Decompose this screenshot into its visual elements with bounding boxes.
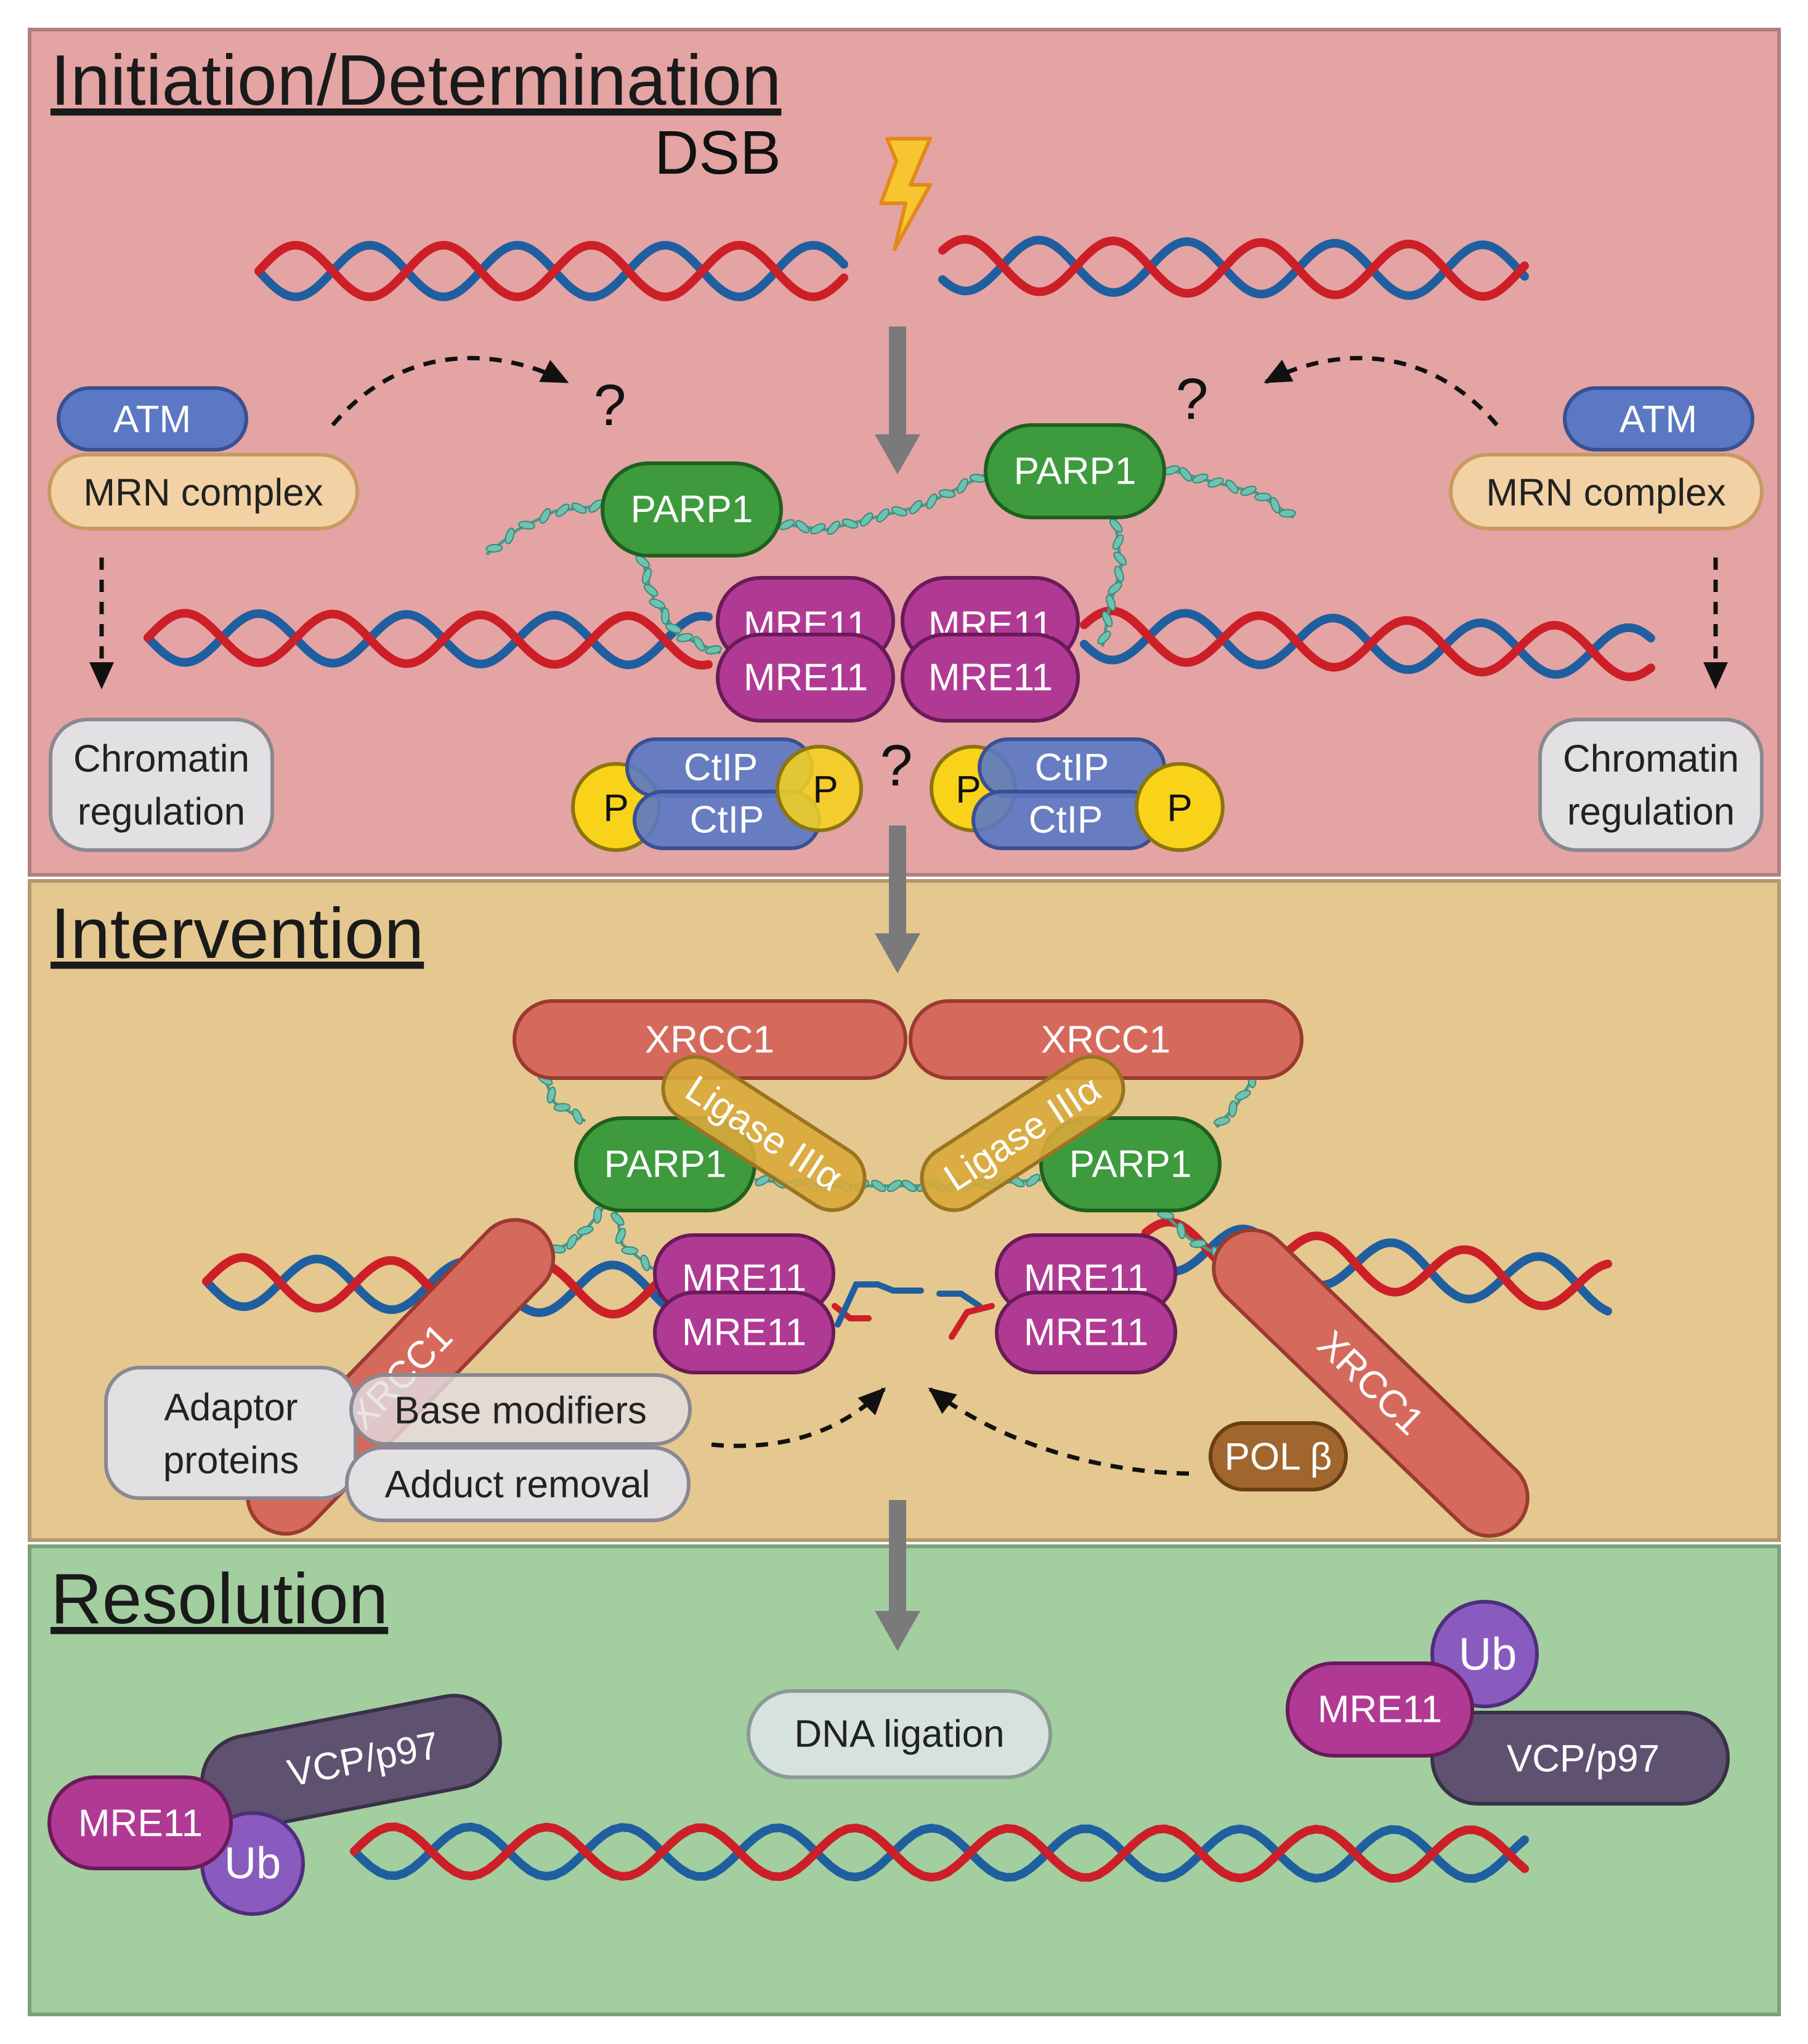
dna-helix-icon [254, 240, 848, 302]
mre11-resolution-right [1286, 1661, 1474, 1758]
atm-right-label: ATM [1619, 399, 1697, 441]
down-arrow-icon [875, 1500, 920, 1651]
parp1-intervention-right-label: PARP1 [1069, 1143, 1192, 1186]
parp1-intervention-right [1039, 1116, 1222, 1212]
xrcc1-top-right-label: XRCC1 [1041, 1019, 1170, 1061]
question-mark: ? [880, 733, 913, 798]
par-chain-icon [1157, 1206, 1227, 1263]
phospho-left-outer-label: P [603, 787, 628, 830]
phospho-left-inner [776, 745, 863, 832]
chromatin-left-line2: regulation [78, 791, 245, 833]
dna-helix-icon [938, 235, 1529, 301]
mre11-initiation-front-left-label: MRE11 [744, 657, 868, 699]
par-chain-icon [485, 499, 604, 556]
par-chain-icon [610, 1210, 654, 1271]
chromatin-right-line1: Chromatin [1563, 738, 1739, 781]
pol-beta-label: POL β [1225, 1436, 1332, 1478]
mre11-intervention-front-right [995, 1291, 1177, 1374]
vcp-right-label: VCP/p97 [1507, 1738, 1660, 1780]
pol-beta [1209, 1421, 1348, 1491]
dna-ligation-label: DNA ligation [794, 1713, 1004, 1756]
phospho-right-outer-label: P [1167, 787, 1192, 830]
adduct-removal [345, 1446, 691, 1522]
lightning-icon [879, 137, 932, 251]
chromatin-left-line1: Chromatin [73, 738, 249, 781]
atm-left [57, 386, 248, 452]
mrn-complex-right [1449, 453, 1764, 530]
ub-left-label: Ub [224, 1839, 281, 1888]
question-mark: ? [1176, 367, 1209, 432]
par-chain-icon [635, 554, 723, 655]
ub-right-label: Ub [1459, 1629, 1517, 1680]
mre11-resolution-left [47, 1775, 233, 1870]
ligase-right [920, 1055, 1125, 1212]
par-chain-icon [779, 472, 987, 535]
dsb-label: DSB [654, 118, 781, 187]
dashed-arrow-icon [711, 1387, 886, 1448]
mre11-initiation-front-right-label: MRE11 [928, 657, 1053, 699]
question-mark: ? [594, 373, 626, 438]
parp1-initiation-left [601, 461, 783, 558]
phospho-left-inner-label: P [813, 769, 838, 811]
mre11-intervention-front-right-label: MRE11 [1024, 1312, 1148, 1354]
ctip-right-top-label: CtIP [1035, 747, 1109, 789]
section-title-resolution: Resolution [51, 1559, 388, 1639]
dna-layer [144, 235, 1655, 1883]
dna-helix-icon [144, 609, 713, 670]
mre11-initiation-front-left [716, 633, 895, 723]
down-arrow-icon [875, 825, 920, 973]
par-chain-icon [1163, 465, 1296, 519]
mre11-intervention-front-left-label: MRE11 [682, 1312, 806, 1354]
par-chain-icon [537, 1071, 586, 1125]
dna-helix-icon [1080, 606, 1655, 681]
parp1-intervention-left-label: PARP1 [604, 1143, 727, 1186]
phospho-right-outer [1135, 762, 1225, 852]
mre11-initiation-front-right [901, 633, 1080, 723]
xrcc1-diagonal-right [1212, 1228, 1530, 1538]
adaptor-line1: Adaptor [164, 1387, 298, 1429]
mre11-intervention-front-left [653, 1291, 835, 1374]
chromatin-right-line2: regulation [1567, 791, 1735, 833]
parp1-initiation-right-label: PARP1 [1014, 450, 1137, 493]
mre11-resolution-right-label: MRE11 [1318, 1689, 1442, 1731]
mre11-resolution-left-label: MRE11 [78, 1803, 203, 1845]
base-modifiers [349, 1373, 692, 1446]
par-chain-icon [1097, 517, 1127, 647]
parp1-initiation-left-label: PARP1 [631, 489, 753, 531]
adduct-removal-label: Adduct removal [385, 1464, 651, 1506]
chromatin-regulation-left [49, 718, 274, 852]
section-title-initiation: Initiation/Determination [51, 40, 781, 120]
ctip-left-top-label: CtIP [684, 747, 758, 789]
xrcc1-top-left-label: XRCC1 [645, 1019, 774, 1061]
parp1-initiation-right [984, 423, 1166, 519]
ligase-left [661, 1055, 867, 1212]
broken-dna-ends [832, 1281, 995, 1340]
atm-left-label: ATM [113, 399, 191, 441]
base-modifiers-label: Base modifiers [394, 1390, 647, 1432]
mrn-complex-left [47, 453, 359, 530]
section-title-intervention: Intervention [51, 893, 424, 973]
atm-right [1563, 386, 1754, 452]
adaptor-line2: proteins [163, 1440, 299, 1482]
dashed-arrow-icon [1263, 355, 1499, 427]
ctip-right-bottom-label: CtIP [1029, 799, 1103, 842]
mrn-complex-left-label: MRN complex [83, 472, 323, 514]
adaptor-proteins [104, 1366, 357, 1500]
down-arrow-icon [875, 326, 920, 474]
dna-ligation [747, 1689, 1052, 1779]
vcp-right [1430, 1711, 1730, 1806]
dashed-arrow-icon [928, 1387, 1190, 1476]
dashed-arrow-icon [331, 355, 569, 427]
dna-helix-icon [350, 1822, 1529, 1883]
chromatin-regulation-right [1538, 718, 1764, 852]
mrn-complex-right-label: MRN complex [1486, 472, 1725, 514]
par-chain-layer [485, 465, 1296, 1271]
ctip-left-bottom-label: CtIP [690, 799, 764, 842]
